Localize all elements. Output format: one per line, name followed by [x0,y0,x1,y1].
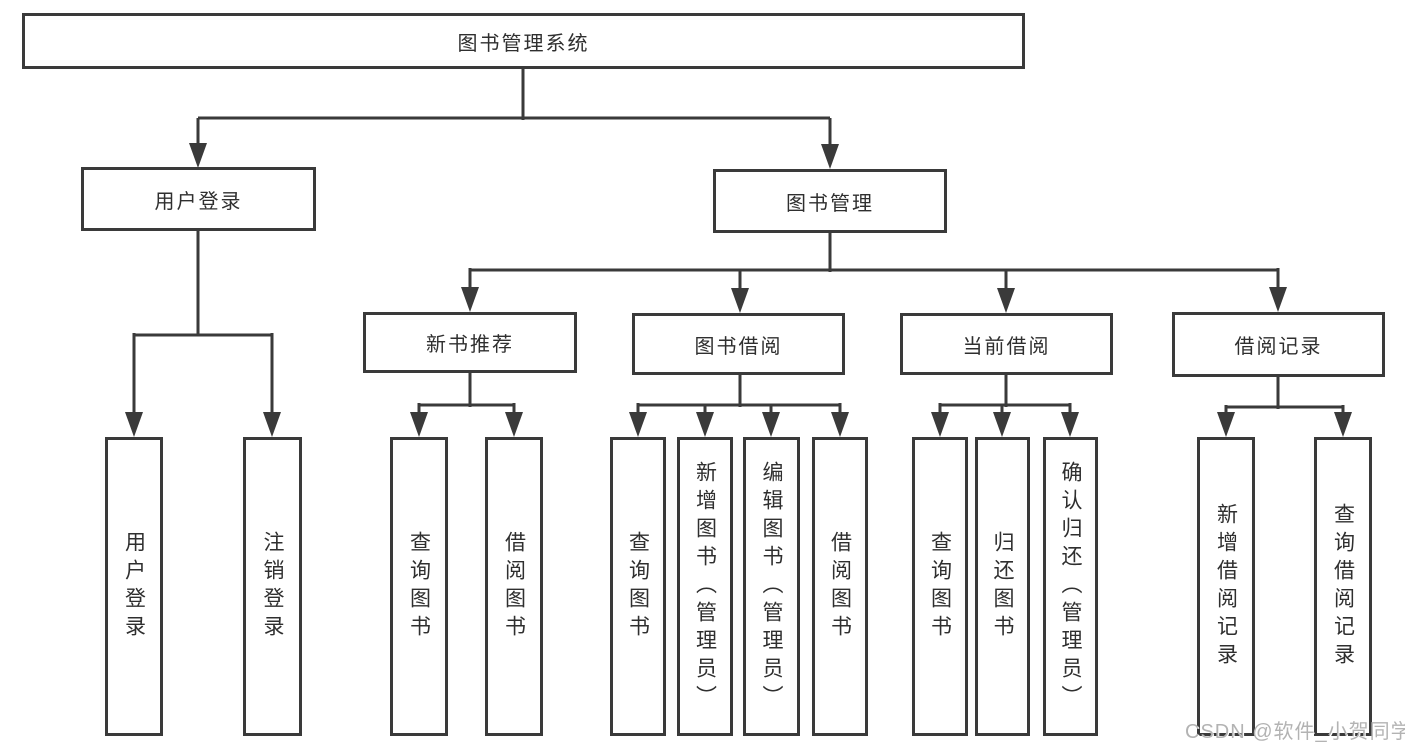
node-book-mgmt-label: 图书管理 [786,192,874,215]
leaf-borrow-edit-label: 编辑图书（管理员） [760,460,783,713]
node-book-mgmt: 图书管理 [713,169,947,233]
leaf-current-query: 查询图书 [912,437,968,736]
node-current-borrow: 当前借阅 [900,313,1113,375]
leaf-records-add-label: 新增借阅记录 [1214,502,1238,671]
leaf-current-confirm: 确认归还（管理员） [1043,437,1098,736]
leaf-borrow-query: 查询图书 [610,437,666,736]
node-user-login: 用户登录 [81,167,316,231]
leaf-current-query-label: 查询图书 [928,530,952,643]
leaf-current-confirm-label: 确认归还（管理员） [1059,460,1082,713]
leaf-borrow-add-label: 新增图书（管理员） [693,460,717,713]
leaf-borrow-edit: 编辑图书（管理员） [743,437,800,736]
node-user-login-label: 用户登录 [154,190,243,213]
node-new-books-label: 新书推荐 [426,334,514,356]
leaf-newbooks-borrow-label: 借阅图书 [502,530,526,643]
leaf-newbooks-borrow: 借阅图书 [485,437,543,736]
leaf-records-add: 新增借阅记录 [1197,437,1255,736]
leaf-records-query: 查询借阅记录 [1314,437,1372,736]
watermark: CSDN @软件_小贺同学 [1185,721,1405,743]
leaf-user-login: 用户登录 [105,437,163,736]
arrowheads [125,143,1352,437]
leaf-current-return: 归还图书 [975,437,1030,736]
leaf-borrow-borrow: 借阅图书 [812,437,868,736]
node-root-label: 图书管理系统 [457,32,590,55]
node-root: 图书管理系统 [22,13,1025,69]
node-book-borrow-label: 图书借阅 [694,335,783,358]
node-borrow-records: 借阅记录 [1172,312,1385,377]
node-new-books: 新书推荐 [363,312,577,373]
leaf-newbooks-query: 查询图书 [390,437,448,736]
node-current-borrow-label: 当前借阅 [962,335,1051,358]
leaf-user-login-label: 用户登录 [122,530,146,643]
node-borrow-records-label: 借阅记录 [1234,336,1323,358]
leaf-logout-label: 注销登录 [261,530,284,643]
leaf-records-query-label: 查询借阅记录 [1331,502,1355,671]
leaf-borrow-borrow-label: 借阅图书 [828,530,852,643]
leaf-borrow-add: 新增图书（管理员） [677,437,733,736]
leaf-newbooks-query-label: 查询图书 [407,530,431,643]
leaf-logout: 注销登录 [243,437,302,736]
node-book-borrow: 图书借阅 [632,313,845,375]
leaf-current-return-label: 归还图书 [991,530,1014,643]
leaf-borrow-query-label: 查询图书 [626,530,650,643]
